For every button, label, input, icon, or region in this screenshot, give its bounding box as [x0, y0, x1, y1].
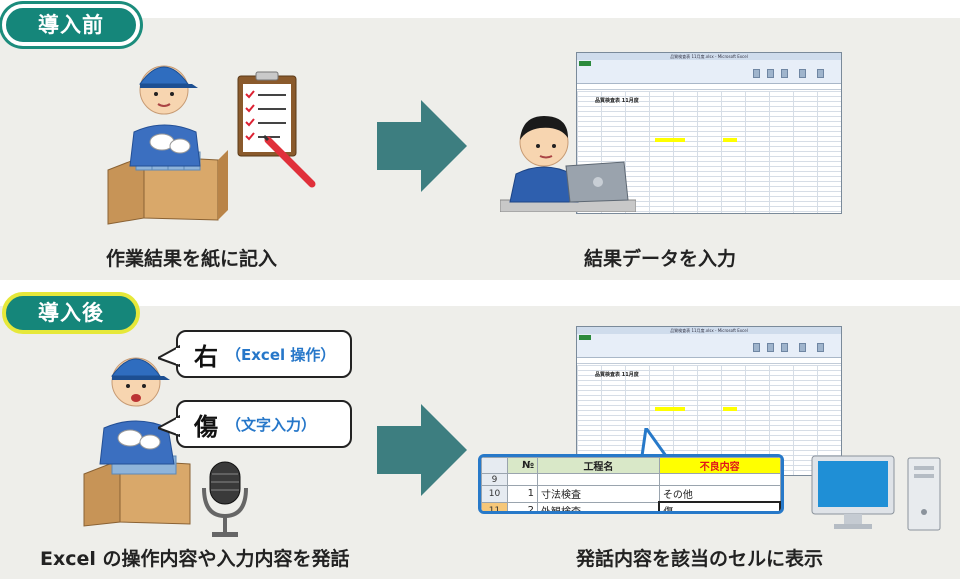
- bubble-big-text: 右: [194, 342, 218, 371]
- row-number: 9: [481, 473, 508, 486]
- spreadsheet-ribbon: [577, 334, 841, 358]
- zoomed-table-callout: № 工程名 不良内容 9 10 1 寸法検査 その他 11 2 外観検査 傷: [478, 454, 784, 514]
- sheet-title: 品質検査表 11月度: [595, 98, 639, 104]
- before-spreadsheet-window: 品質検査表 11月度.xlsx - Microsoft Excel 品質検査表 …: [576, 52, 842, 214]
- cell-no[interactable]: 2: [507, 501, 538, 511]
- bubble-note: （文字入力）: [226, 415, 317, 434]
- speech-bubble-excel-op: 右 （Excel 操作）: [158, 330, 352, 378]
- cell-defect-active[interactable]: 傷: [658, 501, 781, 511]
- cell-defect[interactable]: その他: [658, 485, 781, 503]
- bubble-note: （Excel 操作）: [226, 345, 336, 364]
- worker-with-clipboard-illustration: [107, 65, 316, 225]
- right-arrow-icon: [377, 404, 467, 496]
- cell-process[interactable]: 外観検査: [537, 501, 660, 511]
- header-process: 工程名: [537, 457, 660, 474]
- bubble-big-text: 傷: [194, 412, 218, 441]
- speech-bubble-text-input: 傷 （文字入力）: [158, 400, 352, 448]
- cell-defect[interactable]: [658, 473, 781, 486]
- table-row: 9: [481, 473, 781, 486]
- spreadsheet-title-bar: 品質検査表 11月度.xlsx - Microsoft Excel: [577, 53, 841, 60]
- right-arrow-icon: [377, 100, 467, 192]
- desktop-computer-illustration: [811, 455, 941, 531]
- header-no: №: [507, 457, 538, 474]
- table-row: 11 2 外観検査 傷: [481, 501, 781, 511]
- row-number: 10: [481, 485, 508, 503]
- after-left-caption: Excel の操作内容や入力内容を発話: [40, 548, 350, 570]
- worker-speaking-illustration: [83, 357, 191, 527]
- cell-process[interactable]: [537, 473, 660, 486]
- spreadsheet-title-bar: 品質検査表 11月度.xlsx - Microsoft Excel: [577, 327, 841, 334]
- header-defect: 不良内容: [658, 457, 781, 474]
- table-header-row: № 工程名 不良内容: [481, 457, 781, 474]
- before-right-caption: 結果データを入力: [584, 248, 737, 270]
- table-row: 10 1 寸法検査 その他: [481, 485, 781, 503]
- cell-no[interactable]: 1: [507, 485, 538, 503]
- cell-process[interactable]: 寸法検査: [537, 485, 660, 503]
- office-worker-laptop-illustration: [500, 116, 636, 212]
- cell-no[interactable]: [507, 473, 538, 486]
- microphone-icon: [202, 461, 248, 537]
- before-badge: 導入前: [2, 4, 140, 46]
- after-badge: 導入後: [2, 292, 140, 334]
- before-left-caption: 作業結果を紙に記入: [106, 248, 278, 270]
- spreadsheet-ribbon: [577, 60, 841, 84]
- sheet-title: 品質検査表 11月度: [595, 372, 639, 378]
- bubble-tail-icon: [158, 414, 180, 438]
- bubble-tail-icon: [158, 344, 180, 368]
- callout-table: № 工程名 不良内容 9 10 1 寸法検査 その他 11 2 外観検査 傷: [481, 457, 781, 511]
- after-right-caption: 発話内容を該当のセルに表示: [576, 548, 824, 570]
- row-number: 11: [481, 501, 508, 511]
